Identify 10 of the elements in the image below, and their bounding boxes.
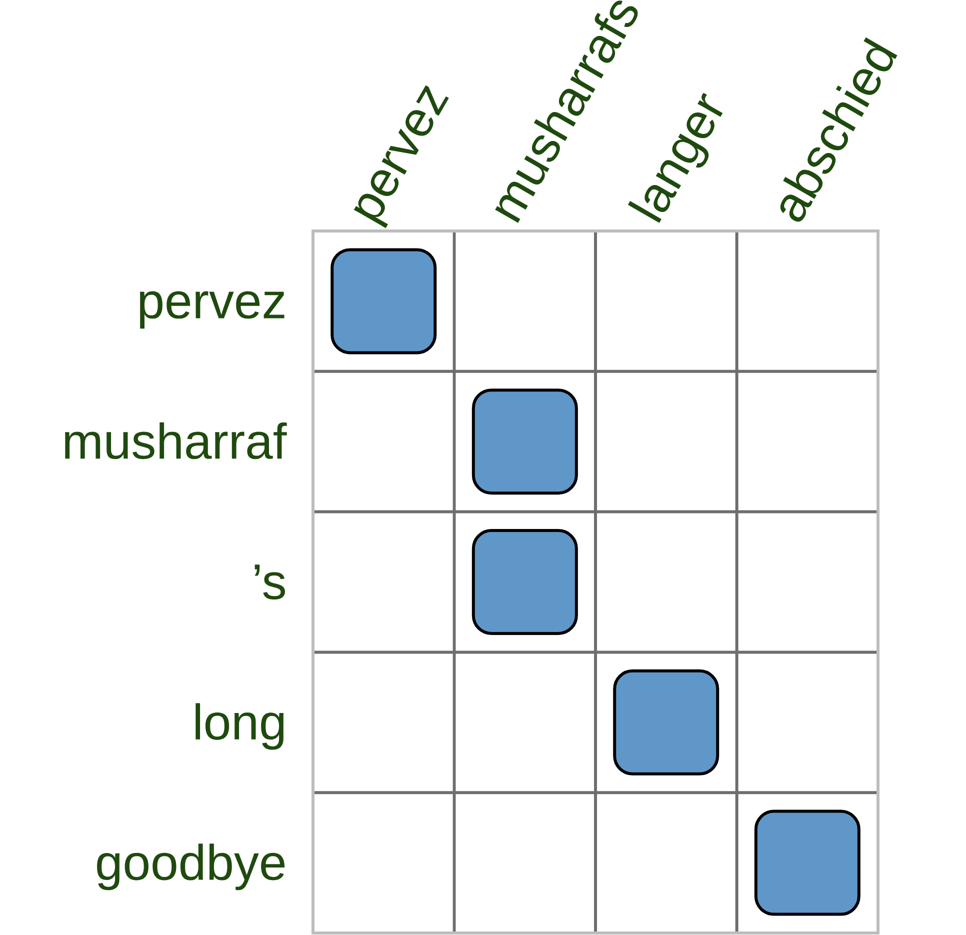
row-label: musharraf — [65, 422, 287, 460]
row-label: ’s — [254, 564, 285, 600]
row-label: pervez — [140, 291, 284, 329]
alignment-square — [472, 388, 578, 495]
alignment-square — [754, 810, 860, 916]
alignment-square — [613, 669, 720, 776]
row-label: long — [196, 703, 284, 750]
alignment-square — [330, 248, 437, 354]
alignment-square — [472, 529, 578, 635]
row-label: goodbye — [97, 844, 285, 890]
